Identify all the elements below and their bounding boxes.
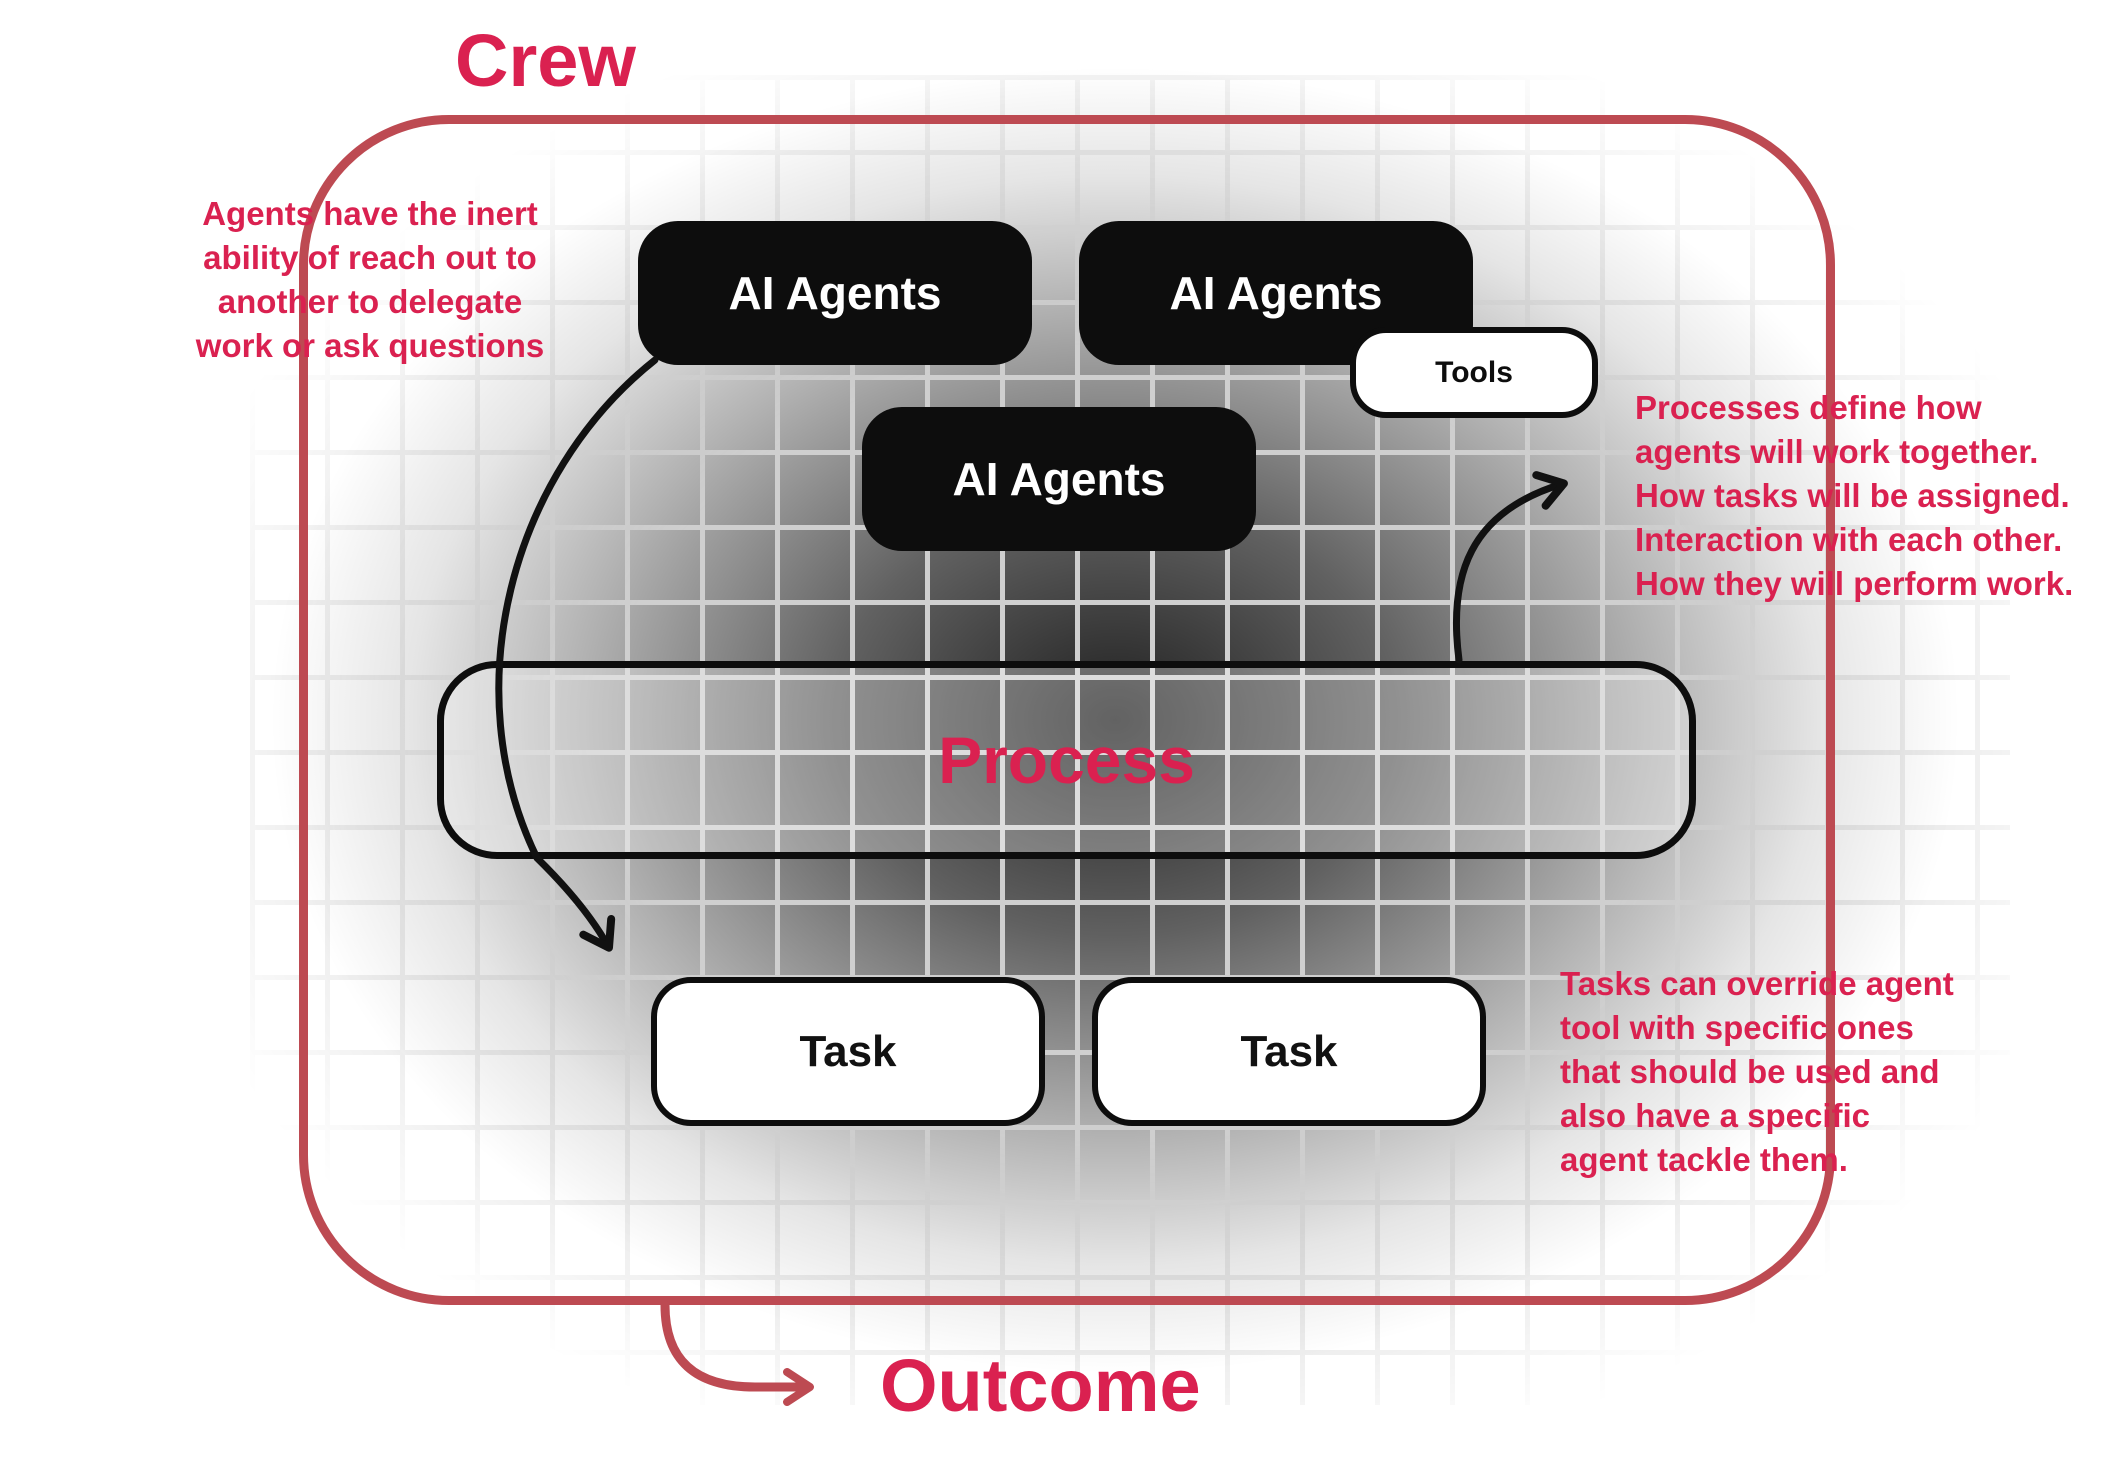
- process-box: Process: [437, 661, 1696, 859]
- crew-title: Crew: [455, 19, 636, 102]
- task-box-1: Task: [651, 977, 1045, 1126]
- crew-boundary-frame: [299, 115, 1835, 1305]
- ai-agents-box-3: AI Agents: [862, 407, 1256, 551]
- note-process: Processes define how agents will work to…: [1635, 389, 2074, 602]
- outcome-title: Outcome: [880, 1344, 1201, 1427]
- ai-agents-box-1: AI Agents: [638, 221, 1032, 365]
- note-delegation: Agents have the inert ability of reach o…: [195, 195, 545, 364]
- task-box-2: Task: [1092, 977, 1486, 1126]
- note-tasks: Tasks can override agent tool with speci…: [1560, 965, 1954, 1178]
- tools-box: Tools: [1350, 327, 1598, 418]
